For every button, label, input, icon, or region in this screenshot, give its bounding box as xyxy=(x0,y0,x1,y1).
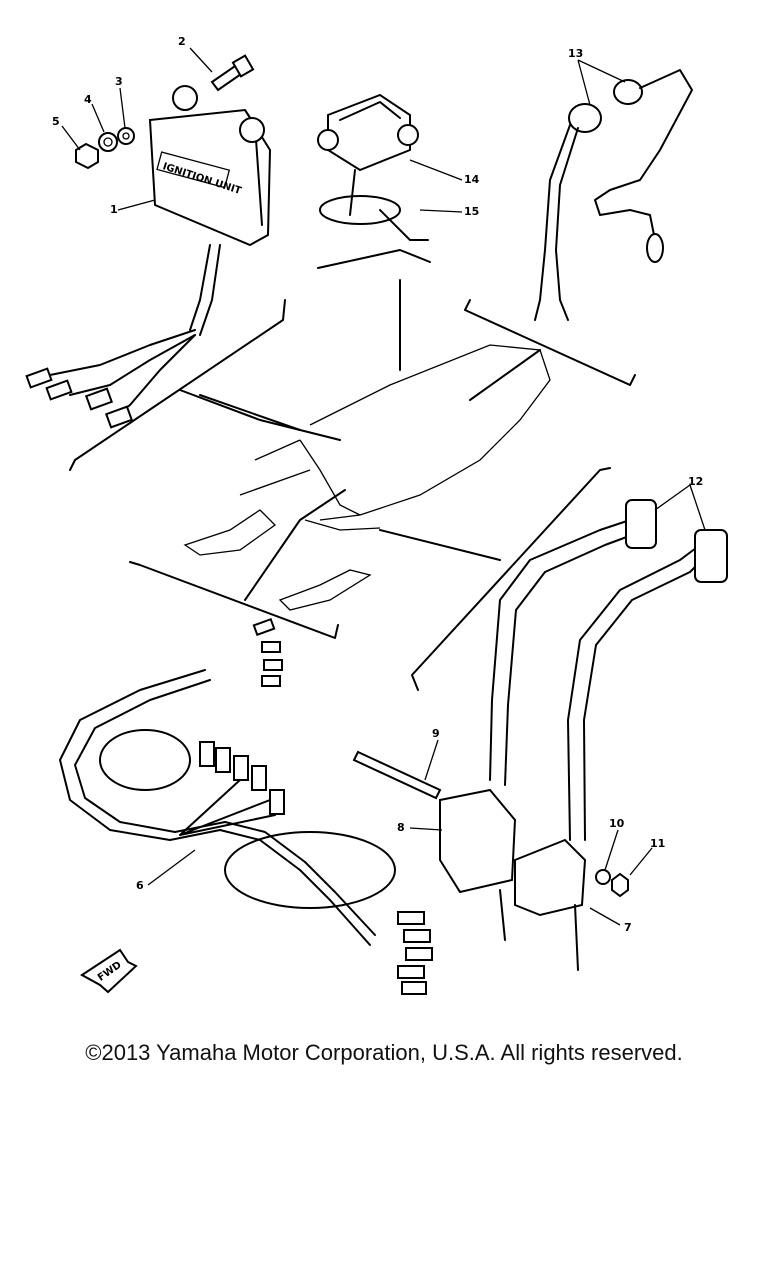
copyright-notice: ©2013 Yamaha Motor Corporation, U.S.A. A… xyxy=(85,1040,683,1065)
callout-15: 15 xyxy=(464,205,480,218)
main-wire-harness xyxy=(59,617,433,995)
callout-12: 12 xyxy=(688,475,704,488)
callout-3: 3 xyxy=(115,75,123,88)
callout-leaders xyxy=(61,47,706,926)
callout-13: 13 xyxy=(568,47,584,60)
callout-5: 5 xyxy=(52,115,60,128)
callout-10: 10 xyxy=(609,817,625,830)
fwd-arrow: FWD xyxy=(80,948,138,994)
pilot-lamp-harness xyxy=(534,69,693,321)
relay-assembly xyxy=(317,93,429,241)
bolt-and-washers xyxy=(75,54,255,170)
callout-2: 2 xyxy=(178,35,186,48)
callout-14: 14 xyxy=(464,173,480,186)
callout-9: 9 xyxy=(432,727,440,740)
callout-6: 6 xyxy=(136,879,144,892)
chassis-outline xyxy=(179,279,551,611)
parts-diagram: IGNITION UNIT xyxy=(25,35,728,995)
callout-7: 7 xyxy=(624,921,632,934)
bracket-lines xyxy=(69,249,636,691)
handlebar-switches xyxy=(352,499,728,971)
callout-1: 1 xyxy=(110,203,118,216)
callout-11: 11 xyxy=(650,837,666,850)
ignition-unit: IGNITION UNIT xyxy=(25,85,272,429)
callout-8: 8 xyxy=(397,821,405,834)
exploded-view-drawing: IGNITION UNIT xyxy=(25,47,728,995)
callout-4: 4 xyxy=(84,93,92,106)
